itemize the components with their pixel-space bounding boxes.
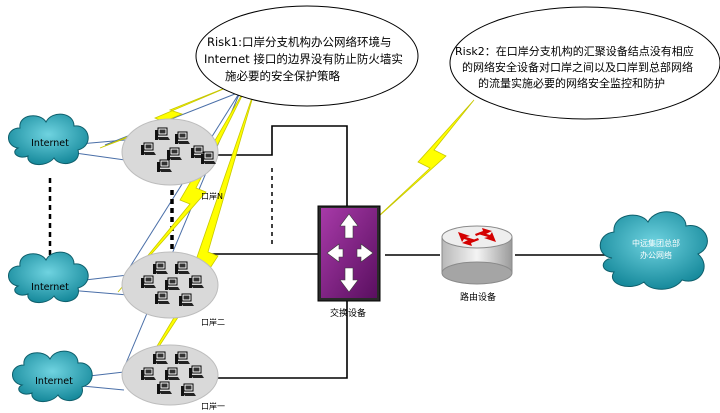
risk1-line-2: Internet 接口的边界没有防止防火墙实 <box>204 52 403 66</box>
office-port-2: 口岸二 <box>121 251 225 327</box>
port-n-label: 口岸N <box>201 192 223 201</box>
risk1-line-1: Risk1:口岸分支机构办公网络环境与 <box>207 35 392 49</box>
risk2-callout: Risk2：在口岸分支机构的汇聚设备结点没有相应 的网络安全设备对口岸之间以及口… <box>449 6 720 120</box>
switch-device: 交换设备 <box>317 205 381 319</box>
link-port-1-switch <box>195 300 348 379</box>
router-device: 路由设备 <box>441 225 513 303</box>
risk2-bubble <box>449 6 720 120</box>
internet-label-mid: Internet <box>31 282 69 293</box>
internet-cloud-top: Internet <box>8 113 89 165</box>
internet-label-top: Internet <box>31 138 69 149</box>
risk2-line-3: 的流量实施必要的网络安全监控和防护 <box>478 76 665 90</box>
link-port-n-switch <box>190 125 348 212</box>
link-port-2-switch <box>204 253 322 273</box>
port-1-label: 口岸一 <box>201 402 225 411</box>
hq-cloud: 中远集团总部 办公网络 <box>599 211 708 290</box>
lightning-risk1-mid <box>117 83 249 293</box>
internet-label-bot: Internet <box>35 376 73 387</box>
port-2-label: 口岸二 <box>201 318 225 327</box>
office-port-1: 口岸一 <box>121 344 225 411</box>
risk1-bubble <box>195 5 419 107</box>
network-links <box>190 125 608 379</box>
switch-label: 交换设备 <box>330 307 366 319</box>
router-label: 路由设备 <box>460 291 496 303</box>
internet-cloud-bot: Internet <box>12 350 93 402</box>
risk1-line-3: 施必要的安全保护策略 <box>225 69 340 83</box>
lightning-risk2 <box>367 99 475 227</box>
router-arrows-icon <box>458 228 496 246</box>
risk2-line-2: 的网络安全设备对口岸之间以及口岸到总部网络 <box>462 60 693 74</box>
risk2-line-1: Risk2：在口岸分支机构的汇聚设备结点没有相应 <box>455 44 694 58</box>
internet-cloud-mid: Internet <box>8 251 89 303</box>
hq-label-line-1: 中远集团总部 <box>632 238 680 248</box>
risk1-callout: Risk1:口岸分支机构办公网络环境与 Internet 接口的边界没有防止防火… <box>195 5 419 107</box>
lightning-risk1-top <box>99 81 241 149</box>
office-port-n: 口岸N <box>121 118 223 201</box>
switch-arrows-icon <box>326 213 374 293</box>
hq-label-line-2: 办公网络 <box>640 250 672 260</box>
